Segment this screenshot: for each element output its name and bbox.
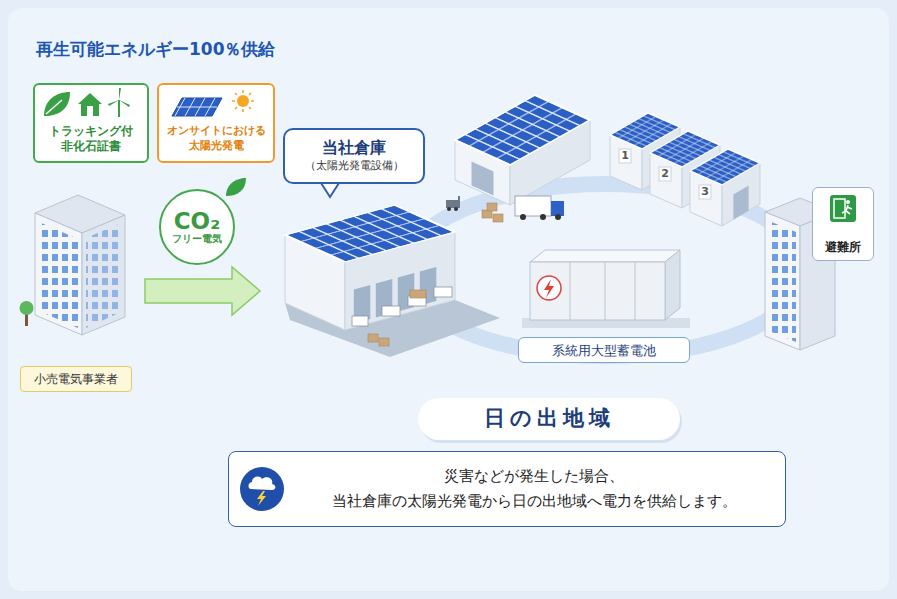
- solar-icons: [172, 90, 254, 116]
- node-text: 避難所: [825, 240, 861, 254]
- battery-label: 系統用大型蓄電池: [518, 337, 690, 363]
- box-fill: [157, 83, 275, 163]
- node-text: （太陽光発電設備）: [305, 159, 404, 173]
- office-building: [20, 195, 126, 335]
- box-fill: [812, 187, 874, 261]
- storm-icon: [240, 467, 284, 511]
- notice-box: 災害などが発生した場合、 当社倉庫の太陽光発電から日の出地域へ電力を供給します。: [228, 451, 786, 527]
- box-fill: [33, 83, 149, 163]
- certificate-box: トラッキング付 非化石証書: [33, 83, 149, 163]
- node-text: オンサイトにおける 太陽光発電: [162, 124, 270, 154]
- node-text: 災害などが発生した場合、 当社倉庫の太陽光発電から日の出地域へ電力を供給します。: [293, 464, 775, 515]
- supply-arrow: [145, 267, 260, 315]
- bolt: [257, 491, 266, 506]
- region-band: 日の出地域: [418, 398, 680, 440]
- shelter-label: 避難所: [812, 187, 874, 261]
- callout-number: 3: [699, 185, 711, 199]
- node-text: CO₂: [174, 209, 221, 233]
- warehouse: [446, 95, 590, 222]
- leaf: [226, 178, 246, 196]
- callout-number: 2: [659, 167, 671, 181]
- exit-icon: [830, 195, 856, 222]
- circle-fill: [159, 189, 235, 265]
- callout-number: 1: [619, 149, 631, 163]
- co2-free-circle: CO₂フリー電気: [159, 189, 235, 265]
- warehouse-callout: 当社倉庫（太陽光発電設備）: [283, 128, 425, 184]
- node-text: トラッキング付 非化石証書: [39, 124, 143, 154]
- node-text: 日の出地域: [484, 406, 615, 431]
- callout-tail: [321, 183, 339, 197]
- panel: [8, 8, 889, 591]
- main-warehouse: [285, 205, 500, 357]
- node-text: 当社倉庫: [322, 138, 386, 159]
- node-text: フリー電気: [172, 233, 222, 245]
- box-fill: [228, 451, 786, 527]
- cloud: [249, 477, 276, 490]
- exit-figure: [834, 199, 852, 218]
- callout-tail: [321, 182, 339, 197]
- node-text: 小売電気事業者: [34, 372, 118, 386]
- page-title: 再生可能エネルギー100％供給: [36, 38, 276, 61]
- eco-icons: [44, 88, 130, 117]
- retailer-label: 小売電気事業者: [20, 366, 132, 392]
- onsite-solar-box: オンサイトにおける 太陽光発電: [157, 83, 275, 163]
- node-text: 系統用大型蓄電池: [552, 343, 656, 358]
- battery: [522, 250, 690, 328]
- warehouse-3: [690, 149, 760, 226]
